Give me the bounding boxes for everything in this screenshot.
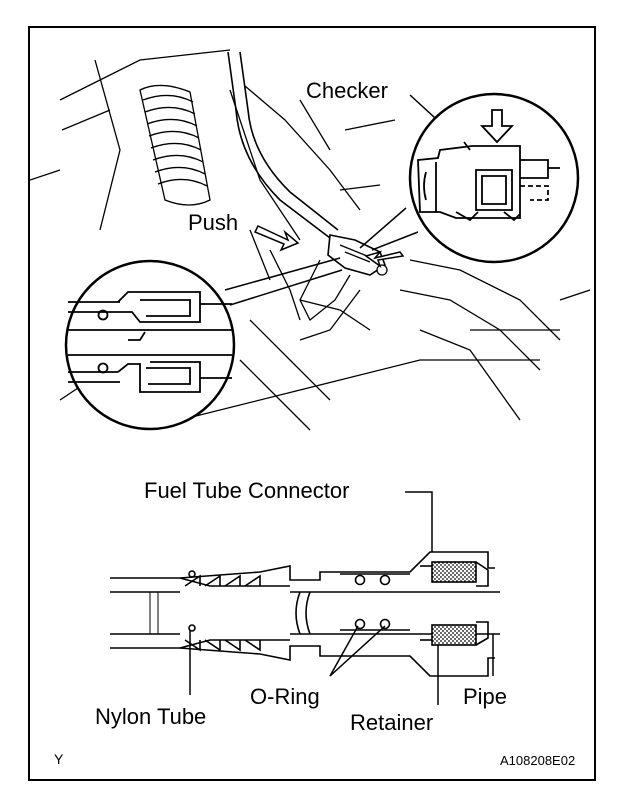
retainer-detail-circle bbox=[64, 259, 236, 431]
checker-label: Checker bbox=[306, 78, 388, 103]
checker-detail-circle bbox=[408, 92, 580, 264]
pipe-label: Pipe bbox=[463, 684, 508, 709]
retainer-label: Retainer bbox=[350, 710, 434, 735]
engine-bay-scene bbox=[30, 49, 591, 431]
o-ring-label: O-Ring bbox=[250, 684, 320, 709]
nylon-tube-label: Nylon Tube bbox=[95, 704, 207, 729]
connector-cross-section bbox=[110, 551, 500, 677]
fuel-tube-connector-label: Fuel Tube Connector bbox=[144, 478, 350, 503]
figure-code: A108208E02 bbox=[500, 753, 576, 768]
label-leaders bbox=[189, 491, 494, 705]
push-label: Push bbox=[188, 210, 239, 235]
corner-mark: Y bbox=[54, 751, 64, 767]
